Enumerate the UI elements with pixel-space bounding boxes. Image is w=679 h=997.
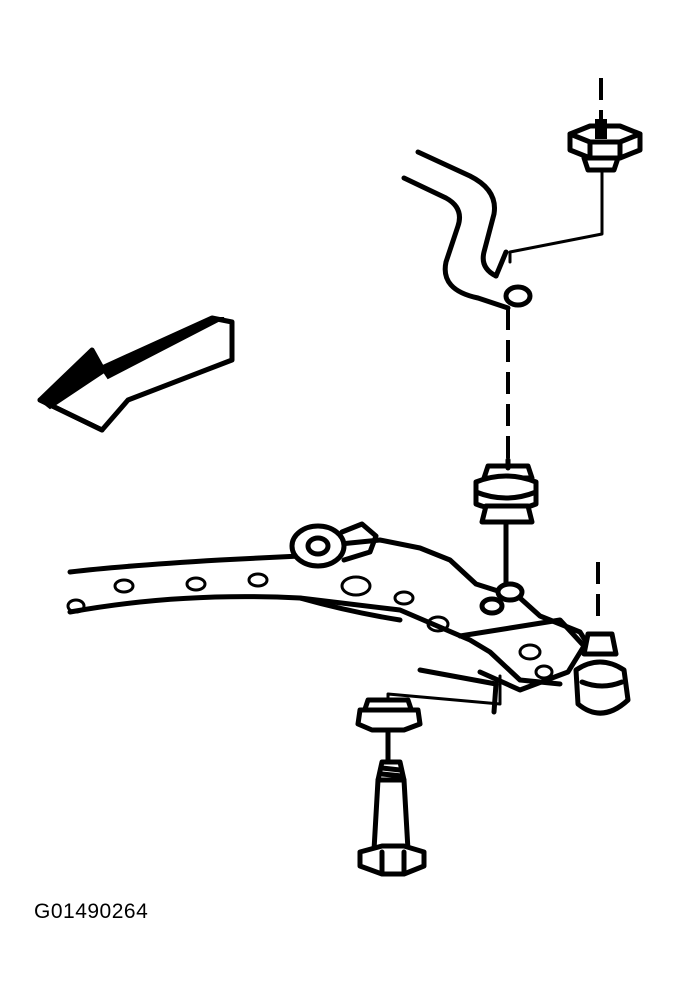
stabilizer-link-hole — [503, 284, 533, 308]
figure-code-label: G01490264 — [34, 900, 149, 923]
lower-bolt — [357, 759, 427, 877]
link-bushing-stack — [473, 457, 539, 525]
upper-nut-leader-line — [508, 170, 604, 264]
stabilizer-bar — [401, 149, 533, 311]
lower-bushing — [355, 697, 423, 763]
ball-joint — [573, 562, 631, 716]
lower-control-arm — [66, 521, 593, 693]
upper-nut — [567, 78, 643, 173]
forward-direction-arrow — [37, 315, 235, 433]
lower-bushing-leader-line — [386, 674, 502, 706]
